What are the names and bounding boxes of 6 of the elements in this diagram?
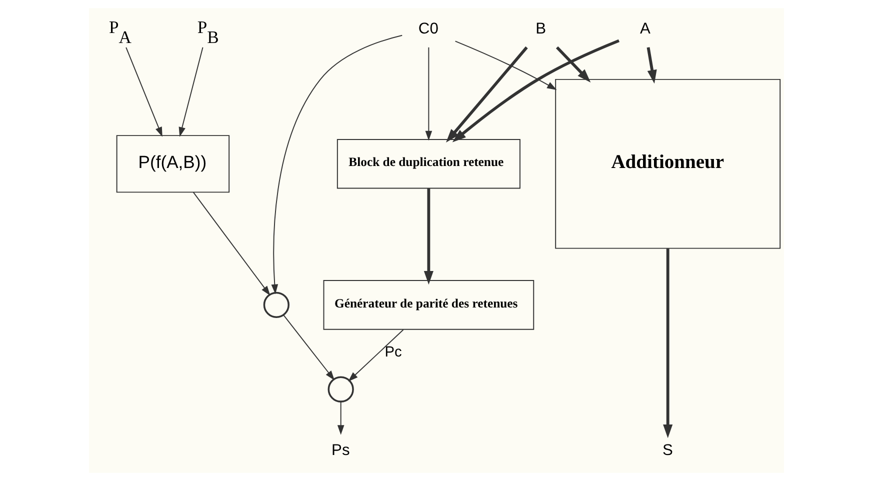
- node-text: S: [662, 442, 672, 460]
- node-text: B: [535, 20, 546, 38]
- node-text: A: [640, 20, 650, 38]
- node-text: C0: [418, 20, 438, 38]
- edge-label: Pc: [384, 344, 402, 361]
- node-text: Ps: [331, 442, 350, 460]
